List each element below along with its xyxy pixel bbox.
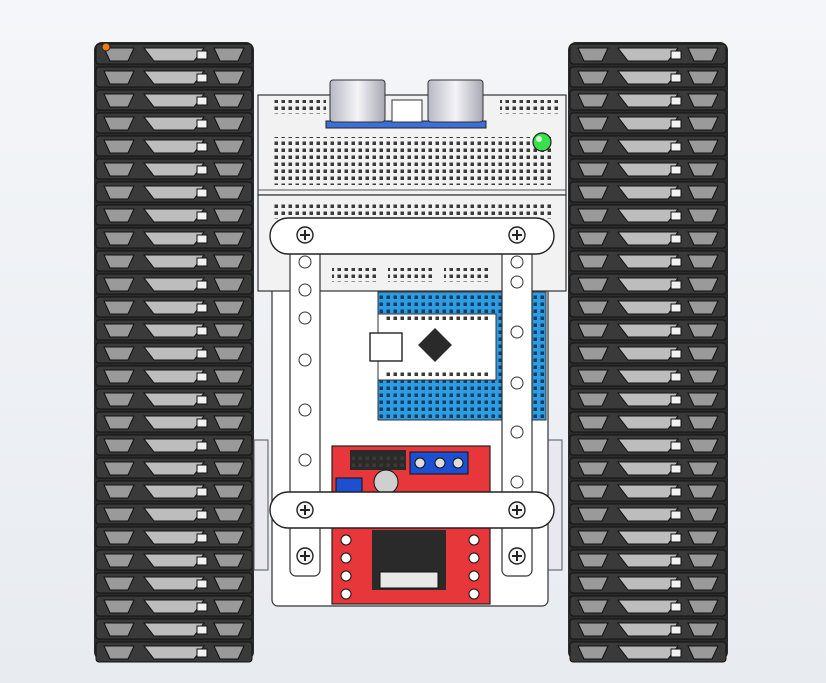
bracket-hole — [510, 425, 524, 439]
bracket-hole — [510, 475, 524, 489]
bracket-hole — [510, 255, 524, 269]
track-link — [95, 549, 253, 571]
left-side-rail — [253, 439, 269, 571]
track-link — [95, 641, 253, 663]
bracket-hole — [298, 403, 312, 417]
track-link — [569, 411, 727, 433]
track-link — [569, 388, 727, 410]
track-link — [95, 365, 253, 387]
bracket-hole — [510, 275, 524, 289]
bracket-hole — [298, 283, 312, 297]
bracket-hole — [510, 325, 524, 339]
track-link — [95, 227, 253, 249]
track-link — [95, 66, 253, 88]
track-link — [569, 158, 727, 180]
track-link — [95, 572, 253, 594]
bracket-hole — [298, 311, 312, 325]
track-link — [95, 457, 253, 479]
track-link — [569, 43, 727, 65]
track-link — [569, 89, 727, 111]
screw-icon — [296, 501, 314, 519]
bracket-hole — [298, 353, 312, 367]
track-link — [95, 135, 253, 157]
track-link — [95, 296, 253, 318]
track-link — [569, 250, 727, 272]
screw-icon — [508, 226, 526, 244]
track-link — [569, 319, 727, 341]
ultrasonic-sensor — [325, 79, 487, 129]
bracket-hole — [510, 376, 524, 390]
track-link — [569, 641, 727, 663]
track-link — [569, 135, 727, 157]
track-link — [569, 618, 727, 640]
screw-icon — [508, 501, 526, 519]
bracket-hole — [298, 453, 312, 467]
left-track — [94, 42, 254, 663]
bracket-hole — [298, 255, 312, 269]
track-link — [95, 112, 253, 134]
track-link — [569, 66, 727, 88]
screw-icon — [296, 226, 314, 244]
track-link — [95, 89, 253, 111]
track-link — [569, 342, 727, 364]
cross-bars — [269, 217, 555, 529]
track-link — [569, 296, 727, 318]
track-link — [569, 503, 727, 525]
track-link — [95, 158, 253, 180]
status-led — [532, 132, 552, 152]
track-link — [95, 273, 253, 295]
track-link — [95, 480, 253, 502]
track-link — [95, 388, 253, 410]
track-link — [569, 273, 727, 295]
origin-marker — [101, 42, 111, 52]
track-link — [569, 526, 727, 548]
track-link — [95, 43, 253, 65]
track-link — [569, 595, 727, 617]
screw-icon — [508, 547, 526, 565]
track-link — [569, 457, 727, 479]
track-link — [569, 365, 727, 387]
track-link — [569, 549, 727, 571]
track-link — [95, 503, 253, 525]
track-link — [95, 319, 253, 341]
screw-icon — [296, 547, 314, 565]
track-link — [95, 342, 253, 364]
microcontroller-board — [369, 291, 547, 421]
track-link — [95, 526, 253, 548]
track-link — [569, 227, 727, 249]
track-link — [95, 181, 253, 203]
track-link — [569, 204, 727, 226]
right-track — [568, 42, 728, 663]
track-link — [95, 411, 253, 433]
track-link — [95, 595, 253, 617]
track-link — [569, 480, 727, 502]
track-link — [95, 434, 253, 456]
track-link — [569, 434, 727, 456]
track-link — [569, 572, 727, 594]
track-link — [569, 181, 727, 203]
track-link — [569, 112, 727, 134]
track-link — [95, 250, 253, 272]
track-link — [95, 618, 253, 640]
track-link — [95, 204, 253, 226]
